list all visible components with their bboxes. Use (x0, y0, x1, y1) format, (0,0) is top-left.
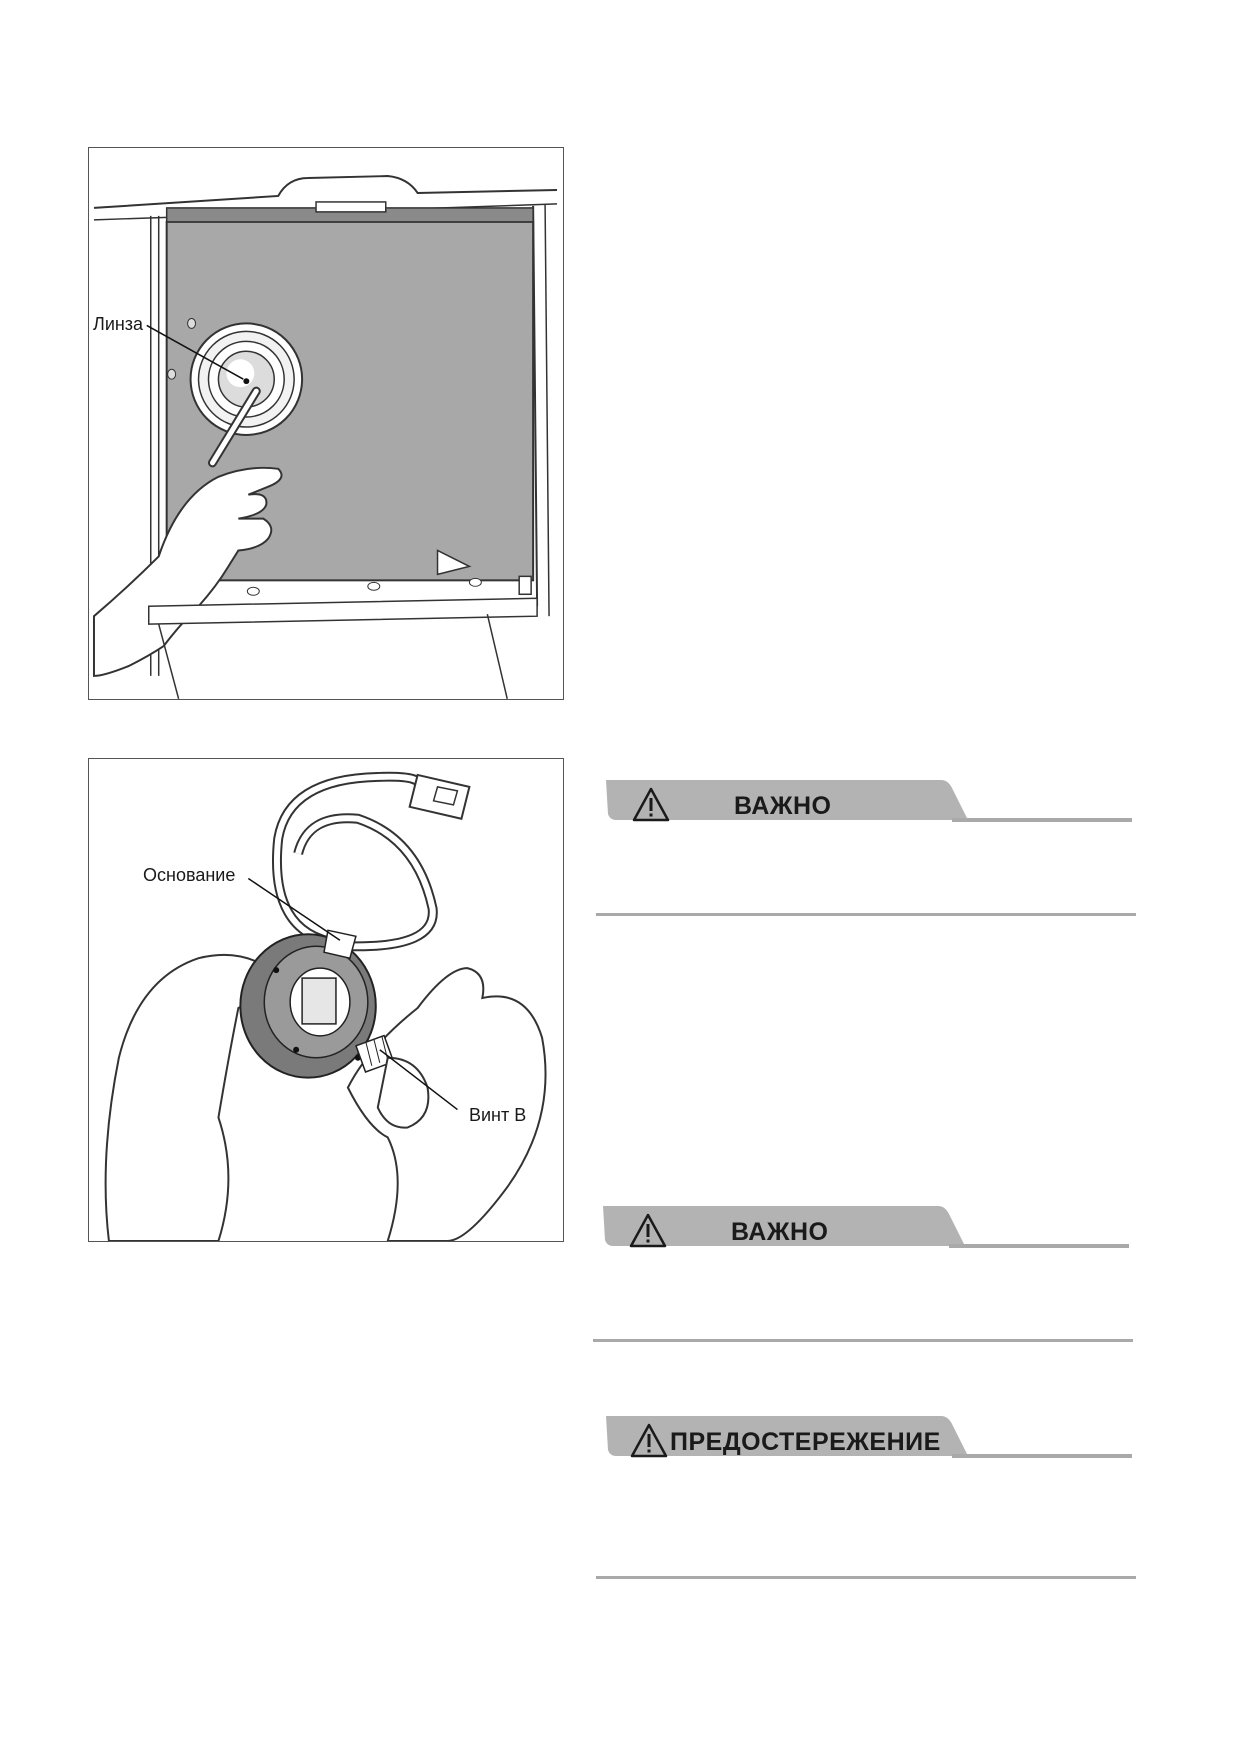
notice-title: ПРЕДОСТЕРЕЖЕНИЕ (670, 1428, 941, 1456)
notice-banner (606, 780, 1132, 822)
notice-bottom-rule (596, 913, 1136, 916)
warning-triangle-icon (630, 1423, 668, 1458)
notice-bottom-rule (593, 1339, 1133, 1342)
notice-banner (603, 1206, 1129, 1248)
lens-drawing (92, 175, 558, 699)
lens-illustration: Линза (88, 147, 564, 700)
warning-triangle-icon (629, 1213, 667, 1248)
notice-important-1: ВАЖНО (596, 780, 1136, 920)
base-illustration: Основание Винт B (88, 758, 564, 1242)
notice-title: ВАЖНО (734, 792, 832, 820)
warning-triangle-icon (632, 787, 670, 822)
screw-b-callout: Винт B (469, 1105, 527, 1125)
base-callout: Основание (143, 865, 236, 885)
notice-bottom-rule (596, 1576, 1136, 1579)
base-drawing (104, 771, 547, 1241)
notice-caution: ПРЕДОСТЕРЕЖЕНИЕ (596, 1416, 1136, 1579)
lens-callout: Линза (93, 314, 144, 334)
notice-title: ВАЖНО (731, 1218, 829, 1246)
notice-important-2: ВАЖНО (593, 1206, 1133, 1346)
notice-banner (606, 1416, 1132, 1458)
